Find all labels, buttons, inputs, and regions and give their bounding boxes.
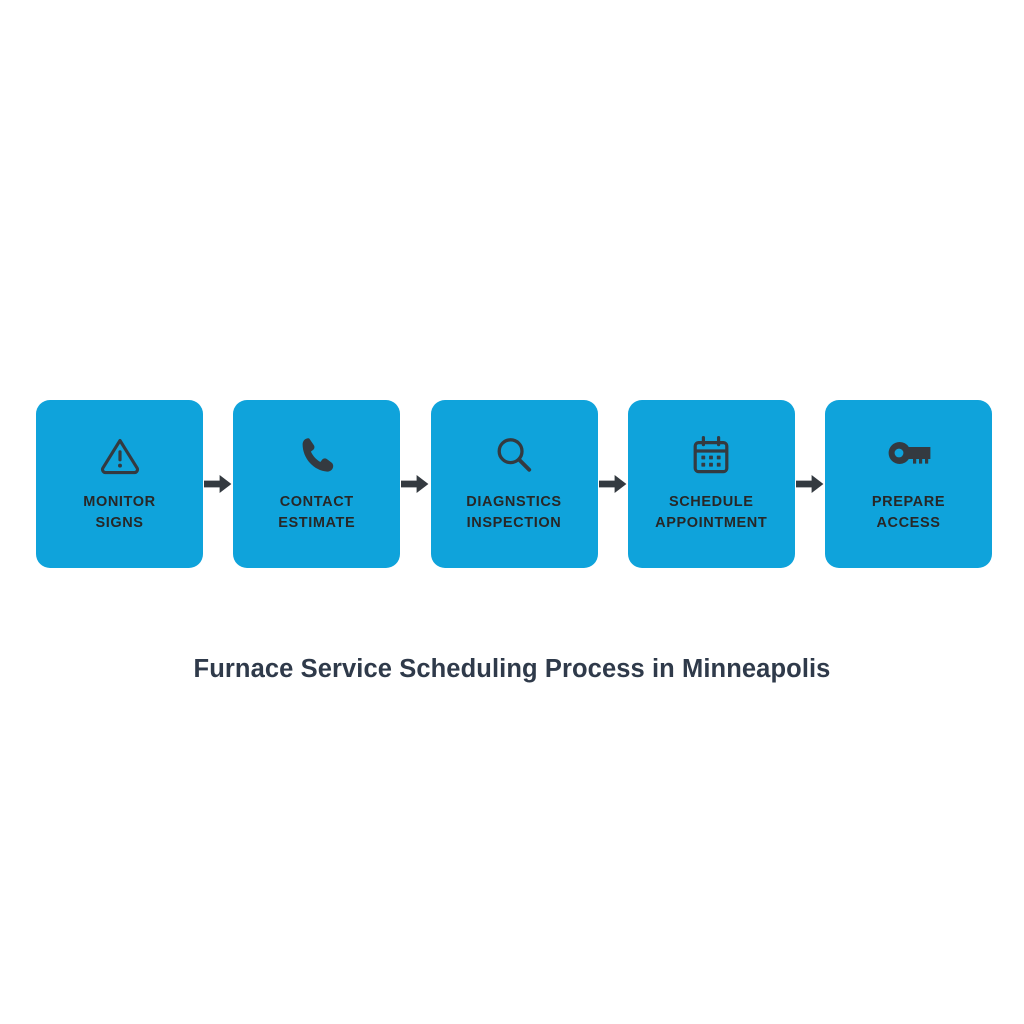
process-step-label: SCHEDULE APPOINTMENT [655, 494, 768, 531]
arrow-right-icon [401, 474, 429, 494]
process-step-label: PREPARE ACCESS [871, 494, 946, 531]
infographic-caption: Furnace Service Scheduling Process in Mi… [193, 655, 831, 683]
process-step-label: CONTACT ESTIMATE [278, 494, 356, 531]
process-step-monitor-signs[interactable]: MONITOR SIGNS [36, 400, 203, 568]
phone-icon [294, 432, 340, 478]
warning-triangle-icon [97, 432, 143, 478]
process-step-contact-estimate[interactable]: CONTACT ESTIMATE [233, 400, 401, 568]
process-flow: MONITOR SIGNS CONTACT ESTIMATE [36, 400, 992, 568]
process-step-schedule-appointment[interactable]: SCHEDULE APPOINTMENT [627, 400, 795, 568]
arrow-right-icon [795, 474, 824, 494]
process-step-prepare-access[interactable]: PREPARE ACCESS [825, 400, 992, 568]
process-step-diagnostics-inspection[interactable]: DIAGNSTICS INSPECTION [430, 400, 598, 568]
process-step-label: MONITOR SIGNS [83, 494, 156, 531]
magnifier-icon [491, 432, 537, 478]
connector-arrow-4 [795, 473, 825, 495]
connector-arrow-2 [400, 473, 430, 495]
arrow-right-icon [598, 474, 627, 494]
key-icon [886, 432, 932, 478]
process-step-label: DIAGNSTICS INSPECTION [466, 494, 562, 531]
calendar-icon [688, 432, 734, 478]
connector-arrow-1 [203, 473, 233, 495]
connector-arrow-3 [598, 473, 628, 495]
arrow-right-icon [204, 474, 232, 494]
